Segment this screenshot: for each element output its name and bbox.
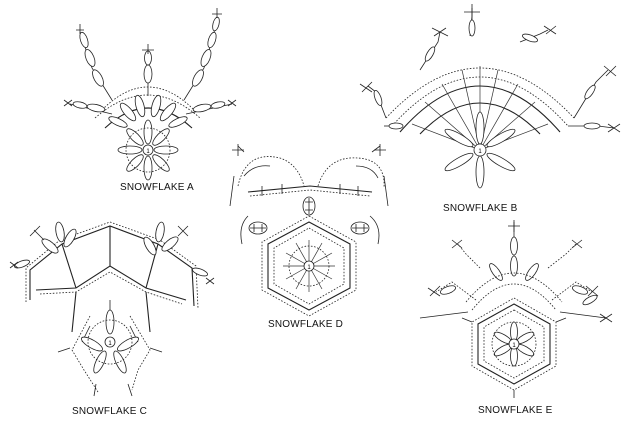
snowflake-a-center-mark: 1 xyxy=(146,149,150,155)
snowflake-e-hexagon xyxy=(461,297,567,398)
snowflake-d-center-burst xyxy=(283,240,335,292)
snowflake-c-hexagon-frame xyxy=(25,221,199,333)
snowflake-b-star xyxy=(444,111,516,189)
snowflake-b-center-mark: 1 xyxy=(478,149,482,155)
snowflake-c-label: SNOWFLAKE C xyxy=(72,406,147,417)
snowflake-e-diagram: 1 SNOWFLAKE E xyxy=(419,220,613,416)
snowflake-e-center-flower xyxy=(491,321,537,367)
snowflake-a-label: SNOWFLAKE A xyxy=(120,182,194,193)
snowflake-a-fan-petals xyxy=(108,94,188,128)
snowflake-d-side-buds xyxy=(240,196,380,245)
snowflake-c-star xyxy=(57,300,163,397)
snowflake-d-diagram: 1 SNOWFLAKE D xyxy=(229,144,389,330)
snowflake-a-center-flower xyxy=(117,119,179,181)
snowflake-c-center-mark: 1 xyxy=(108,341,112,347)
snowflake-b-label: SNOWFLAKE B xyxy=(443,203,518,214)
snowflake-c-top-blossoms xyxy=(9,221,215,285)
snowflake-b-diagram: 1 SNOWFLAKE B xyxy=(359,4,621,214)
snowflake-c-diagram: 1 SNOWFLAKE C xyxy=(9,221,215,417)
snowflake-e-top-arms xyxy=(419,220,613,323)
snowflake-e-label: SNOWFLAKE E xyxy=(478,405,553,416)
snowflake-d-label: SNOWFLAKE D xyxy=(268,319,343,330)
snowflake-a-diagram: 1 SNOWFLAKE A xyxy=(63,8,237,193)
snowflake-d-top-loops xyxy=(229,144,389,207)
snowflake-d-center-mark: 1 xyxy=(307,265,311,271)
snowflake-b-outer-points xyxy=(359,4,621,133)
snowflake-d-hexagon xyxy=(261,215,357,317)
snowflake-a-arms xyxy=(63,8,237,115)
snowflake-e-center-mark: 1 xyxy=(512,343,516,349)
